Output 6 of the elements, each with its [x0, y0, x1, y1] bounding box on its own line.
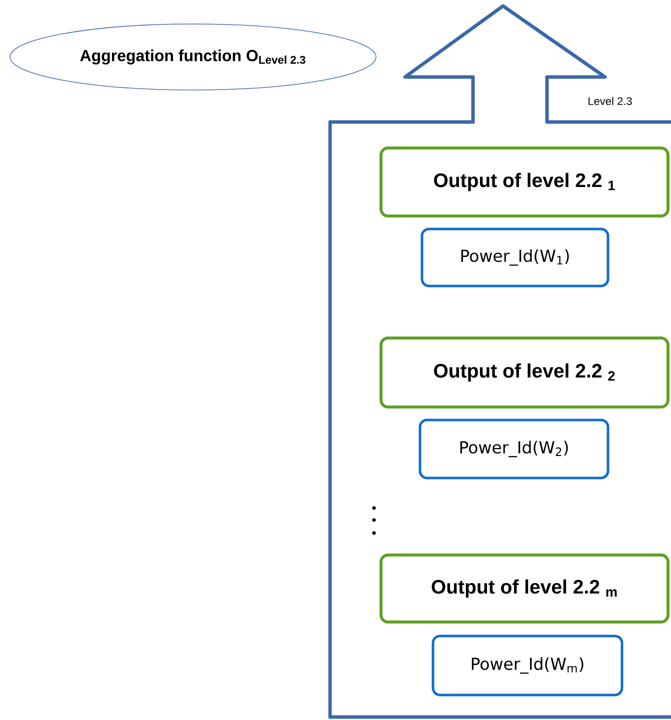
output-box: Output of level 2.2 $_{m}$ [380, 554, 670, 624]
output-box: Output of level 2.2 $_{2}$ [380, 336, 670, 408]
output-box: Output of level 2.2 $_{1}$ [380, 146, 670, 218]
weight-box: Power_Id(W$_{2}$) [418, 418, 610, 480]
weight-box: Power_Id(W$_{m}$) [432, 634, 624, 696]
weight-box: Power_Id(W$_{1}$) [420, 228, 610, 288]
